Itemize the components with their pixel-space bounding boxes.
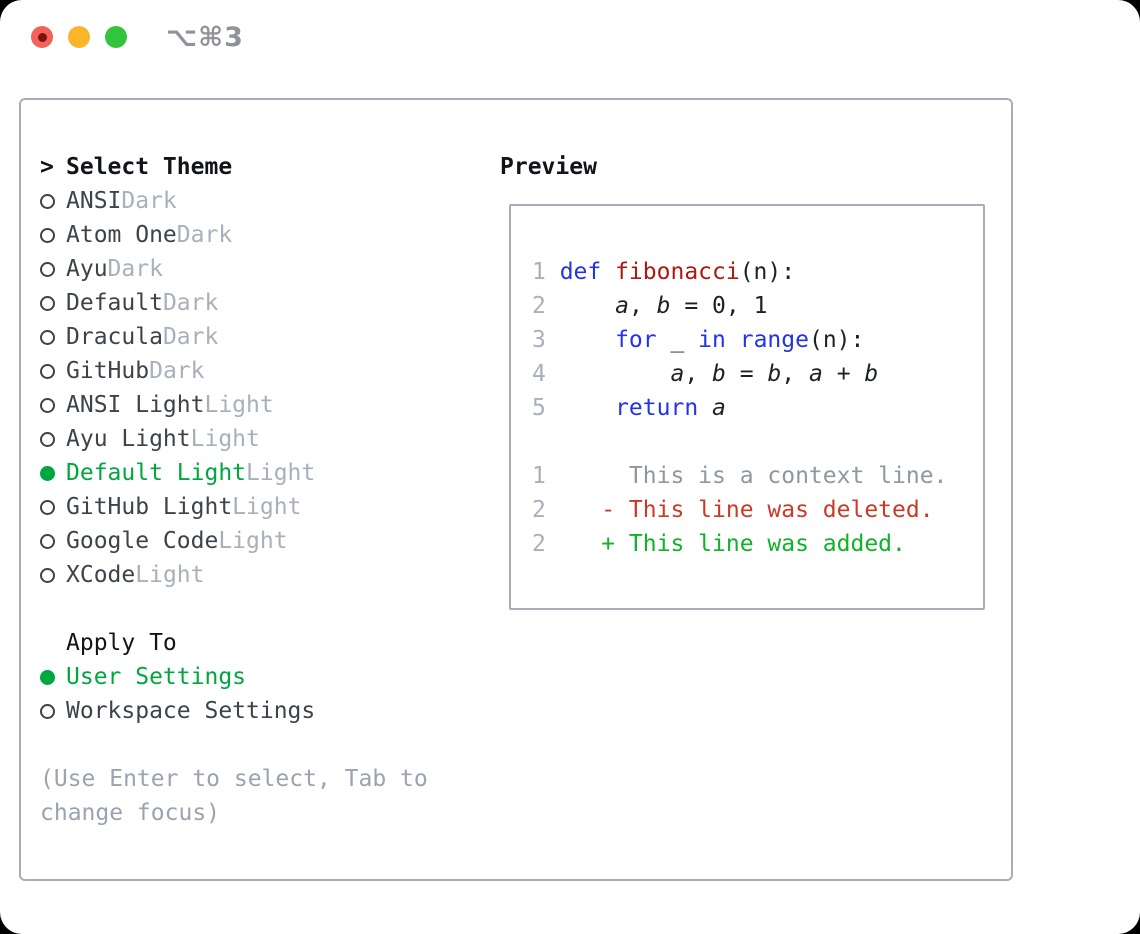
theme-name: Default Light [66,460,247,486]
preview-heading: Preview [500,154,597,180]
line-number: 1 [532,259,546,285]
minimize-button[interactable] [68,26,90,48]
theme-variant: Dark [162,324,219,350]
zoom-button[interactable] [105,26,127,48]
theme-variant: Light [246,460,316,486]
theme-variant: Dark [162,290,219,316]
code-line-4: 4 a, b = b, a + b [532,361,879,387]
line-number: 5 [532,395,546,421]
theme-variant: Dark [149,358,205,384]
theme-name: XCode [66,562,136,588]
radio-icon [40,499,55,515]
theme-name: Ayu Light [66,426,191,452]
line-number: 3 [532,327,546,353]
radio-icon [40,567,55,583]
line-number: 2 [532,497,546,523]
apply-to-heading-label: Apply To [66,630,177,656]
radio-icon [40,329,55,345]
theme-name: ANSI Light [66,392,205,418]
apply-option-label: Workspace Settings [66,698,316,724]
theme-variant: Dark [107,256,163,282]
radio-icon [40,227,55,243]
apply-option-workspace-settings[interactable]: Workspace Settings [40,694,500,728]
apply-option-label: User Settings [66,664,247,690]
line-number: 1 [532,463,546,489]
close-button[interactable] [31,26,53,48]
line-number: 2 [532,293,546,319]
theme-variant: Light [204,392,274,418]
spacer [40,592,500,626]
radio-icon [40,431,55,447]
radio-icon [40,533,55,549]
radio-icon [40,193,55,209]
radio-icon [40,363,55,379]
window-title-shortcut: ⌥⌘3 [166,22,244,53]
theme-name: Default [66,290,163,316]
radio-selected-icon [40,669,55,685]
theme-name: ANSI [66,188,122,214]
radio-icon [40,295,55,311]
blank-line [532,425,983,459]
select-theme-heading: > Select Theme [40,150,500,184]
theme-variant: Light [135,562,205,588]
line-number: 2 [532,531,546,557]
theme-name: GitHub Light [66,494,233,520]
theme-variant: Light [190,426,260,452]
theme-name: Google Code [66,528,219,554]
diff-line-context: 1 This is a context line. [532,463,948,489]
theme-name: Dracula [66,324,163,350]
select-theme-heading-label: Select Theme [66,154,233,180]
theme-name: Ayu [66,256,108,282]
radio-selected-icon [40,465,55,481]
theme-name: GitHub [66,358,150,384]
radio-icon [40,397,55,413]
radio-icon [40,261,55,277]
apply-option-user-settings[interactable]: User Settings [40,660,500,694]
apply-to-heading: Apply To [40,626,500,660]
code-line-5: 5 return a [532,395,726,421]
radio-icon [40,703,55,719]
theme-variant: Dark [176,222,233,248]
titlebar: ⌥⌘3 [0,0,1140,74]
theme-variant: Light [232,494,302,520]
code-line-3: 3 for _ in range(n): [532,327,865,353]
prompt-icon: > [40,154,54,180]
spacer [40,728,500,762]
diff-line-added: 2 + This line was added. [532,531,906,557]
theme-name: Atom One [66,222,177,248]
code-line-2: 2 a, b = 0, 1 [532,293,768,319]
theme-variant: Dark [121,188,177,214]
hint-text-line2: change focus) [40,800,221,826]
hint-text-line1: (Use Enter to select, Tab to [40,766,428,792]
diff-line-deleted: 2 - This line was deleted. [532,497,934,523]
line-number: 4 [532,361,546,387]
close-dot-icon [38,33,47,42]
theme-variant: Light [218,528,288,554]
